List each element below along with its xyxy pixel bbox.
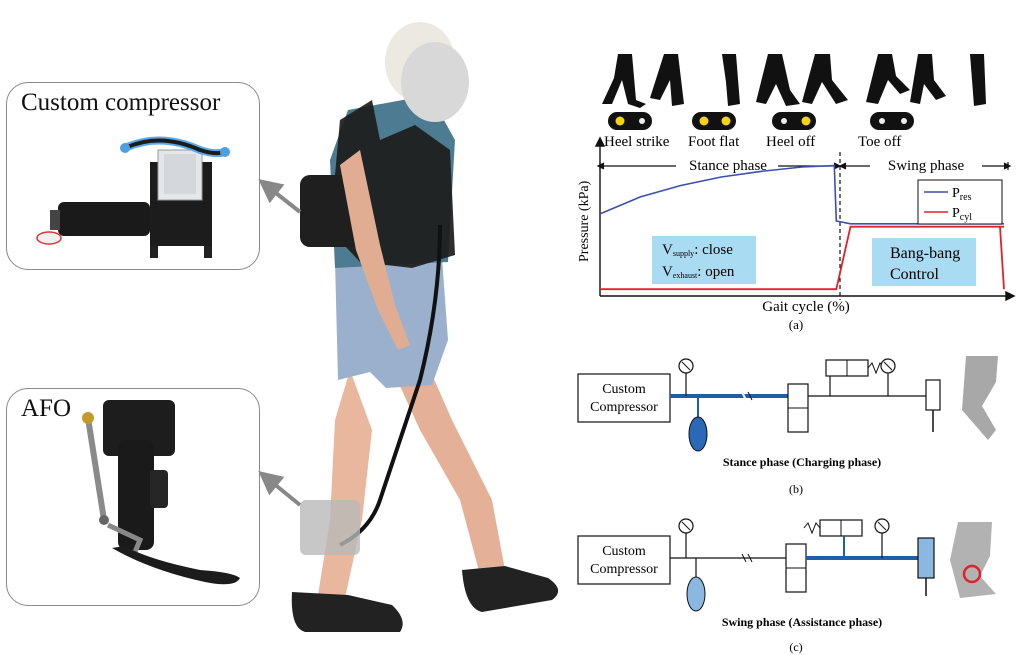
stance-circuit-title: Stance phase (Charging phase) — [723, 455, 881, 469]
event-heel-off: Heel off — [766, 134, 815, 150]
chart-legend: Pres Pcyl — [917, 179, 1003, 225]
legend-label-p-res: Pres — [952, 186, 972, 203]
stance-compressor-line1: Custom — [602, 382, 646, 397]
stance-circuit: Custom Compressor Stance phase (Charging… — [577, 356, 998, 496]
valve-exhaust-text: Vexhaust: open — [662, 264, 735, 280]
swing-cylinder-icon — [917, 537, 935, 579]
caption-c: (c) — [789, 640, 802, 654]
caption-a: (a) — [789, 317, 803, 332]
swing-rotation-icon — [962, 564, 982, 584]
swing-afo-render-icon — [950, 522, 996, 598]
stance-tank-icon — [688, 416, 708, 452]
bangbang-line2: Control — [890, 266, 939, 283]
insole-icons — [608, 112, 914, 130]
swing-compressor-line1: Custom — [602, 544, 646, 559]
swing-circuit-title: Swing phase (Assistance phase) — [722, 615, 882, 629]
series-line-p-res — [599, 164, 1004, 225]
afo-illustration — [82, 400, 240, 585]
swing-tank-icon — [686, 576, 706, 612]
chart-axes — [594, 136, 1016, 302]
person-illustration — [291, 22, 559, 632]
x-axis-label: Gait cycle (%) — [762, 299, 849, 315]
caption-b: (b) — [789, 482, 803, 496]
y-axis-label: Pressure (kPa) — [577, 180, 592, 262]
compressor-illustration — [36, 136, 230, 258]
swing-compressor-box — [577, 535, 671, 585]
bangbang-box — [872, 238, 976, 286]
valve-state-box — [652, 236, 756, 284]
compressor-pointer-arrow — [258, 179, 302, 214]
event-toe-off: Toe off — [858, 134, 901, 150]
stance-cylinder-icon — [925, 379, 941, 411]
stance-compressor-line2: Compressor — [590, 400, 658, 415]
afo-pointer-arrow — [258, 470, 302, 507]
swing-phase-label: Swing phase — [888, 158, 965, 174]
event-heel-strike: Heel strike — [604, 134, 670, 150]
valve-supply-text: Vsupply: close — [662, 242, 733, 258]
compressor-panel-title: Custom compressor — [21, 89, 221, 116]
event-foot-flat: Foot flat — [688, 134, 740, 150]
legend-label-p-cyl: Pcyl — [952, 206, 972, 223]
series-line-p-cyl — [600, 225, 1005, 291]
stance-afo-render-icon — [962, 356, 998, 440]
swing-compressor-line2: Compressor — [590, 562, 658, 577]
stance-compressor-box — [577, 373, 671, 423]
gait-silhouettes — [602, 54, 986, 108]
afo-panel-title: AFO — [21, 395, 72, 422]
bangbang-line1: Bang-bang — [890, 245, 960, 262]
swing-circuit: Custom Compressor Swing phase (Assistanc… — [577, 518, 996, 654]
stance-phase-label: Stance phase — [689, 158, 767, 174]
